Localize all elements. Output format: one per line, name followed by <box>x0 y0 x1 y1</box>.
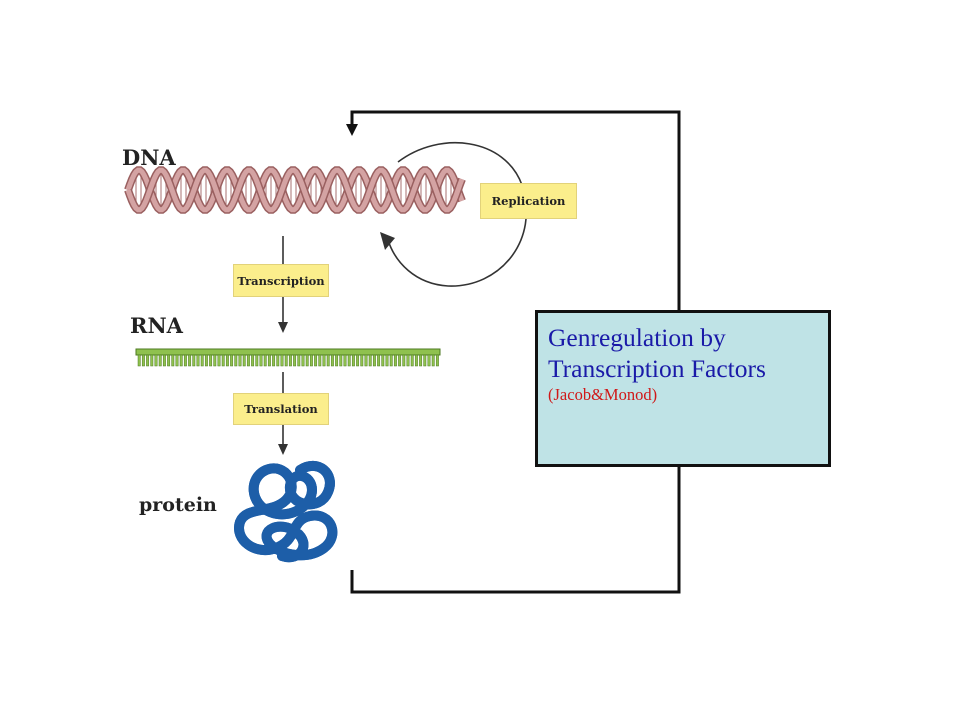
rna-base <box>314 354 318 367</box>
rna-base <box>372 354 376 367</box>
rna-base <box>217 354 221 367</box>
rna-base <box>204 354 208 367</box>
translation-box: Translation <box>233 393 329 425</box>
rna-base <box>171 354 175 367</box>
rna-base <box>192 354 196 367</box>
rna-base <box>230 354 234 367</box>
rna-base <box>167 354 171 367</box>
rna-base <box>284 354 288 367</box>
rna-base <box>435 354 439 367</box>
rna-base <box>259 354 263 367</box>
rna-label: RNA <box>130 313 183 338</box>
rna-base <box>246 354 250 367</box>
rna-base <box>398 354 402 367</box>
rna-base <box>381 354 385 367</box>
rna-base <box>221 354 225 367</box>
rna-base <box>364 354 368 367</box>
rna-base <box>414 354 418 367</box>
rna-base <box>351 354 355 367</box>
rna-base <box>377 354 381 367</box>
rna-base <box>427 354 431 367</box>
rna-base <box>280 354 284 367</box>
dna-strand <box>125 167 465 213</box>
rna-base <box>360 354 364 367</box>
rna-base <box>385 354 389 367</box>
translation-arrowhead <box>278 444 288 455</box>
rna-base <box>162 354 166 367</box>
rna-base <box>347 354 351 367</box>
rna-base <box>137 354 141 367</box>
rna-base <box>188 354 192 367</box>
rna-base <box>225 354 229 367</box>
rna-base <box>158 354 162 367</box>
rna-base <box>368 354 372 367</box>
folded-protein-icon <box>239 466 332 557</box>
rna-base <box>263 354 267 367</box>
rna-base <box>175 354 179 367</box>
rna-base <box>276 354 280 367</box>
rna-base <box>200 354 204 367</box>
rna-base <box>343 354 347 367</box>
rna-base <box>431 354 435 367</box>
rna-base <box>272 354 276 367</box>
rna-base <box>402 354 406 367</box>
rna-base <box>322 354 326 367</box>
rna-base <box>406 354 410 367</box>
rna-base <box>242 354 246 367</box>
replication-cycle-arrow <box>387 141 528 287</box>
info-subtitle: (Jacob&Monod) <box>548 385 658 404</box>
double-helix-icon <box>124 166 466 214</box>
rna-base <box>154 354 158 367</box>
rna-base <box>150 354 154 367</box>
rna-base <box>389 354 393 367</box>
rna-base <box>326 354 330 367</box>
feedback-loop-arrowhead <box>346 124 358 136</box>
rna-backbone <box>135 348 441 356</box>
protein-label: protein <box>139 494 217 516</box>
rna-base <box>335 354 339 367</box>
transcription-box: Transcription <box>233 264 329 297</box>
rna-base <box>318 354 322 367</box>
rna-base <box>288 354 292 367</box>
info-title-line1: Genregulation by <box>548 323 726 352</box>
dna-strand <box>125 167 465 213</box>
rna-base <box>301 354 305 367</box>
replication-box: Replication <box>480 183 577 219</box>
rna-base <box>419 354 423 367</box>
rna-base <box>305 354 309 367</box>
rna-base <box>196 354 200 367</box>
rna-base <box>141 354 145 367</box>
rna-base <box>339 354 343 367</box>
rna-base <box>393 354 397 367</box>
dna-label: DNA <box>122 145 176 170</box>
rna-base <box>209 354 213 367</box>
rna-base <box>238 354 242 367</box>
rna-base <box>179 354 183 367</box>
replication-cycle-arrowhead <box>380 232 395 250</box>
rna-base <box>183 354 187 367</box>
rna-base <box>330 354 334 367</box>
info-title-line2: Transcription Factors <box>548 354 766 383</box>
rna-strand-icon <box>135 348 441 367</box>
rna-base <box>410 354 414 367</box>
rna-base <box>255 354 259 367</box>
rna-base <box>234 354 238 367</box>
rna-base <box>267 354 271 367</box>
rna-base <box>297 354 301 367</box>
rna-base <box>213 354 217 367</box>
rna-base <box>423 354 427 367</box>
rna-base <box>356 354 360 367</box>
rna-base <box>309 354 313 367</box>
gene-regulation-info-box: Genregulation by Transcription Factors (… <box>535 310 831 467</box>
rna-base <box>293 354 297 367</box>
rna-base <box>251 354 255 367</box>
rna-base <box>146 354 150 367</box>
transcription-arrowhead <box>278 322 288 333</box>
